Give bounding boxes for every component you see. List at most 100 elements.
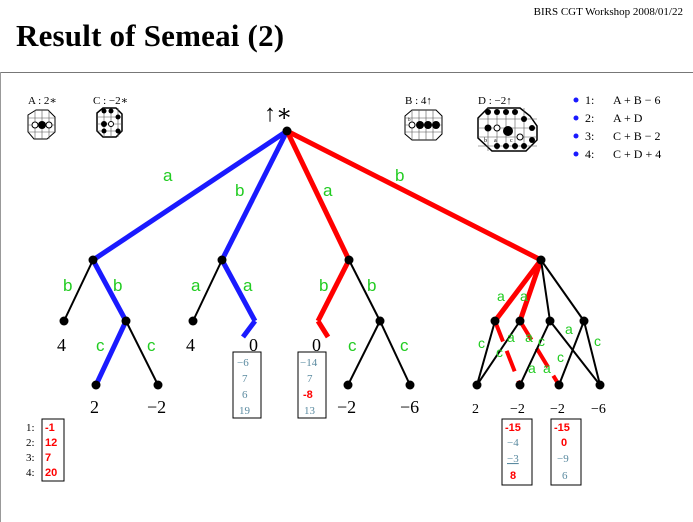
edge-label: c <box>538 333 545 349</box>
box-value: 13 <box>304 405 316 417</box>
box-value: 7 <box>242 373 248 385</box>
box-value: -15 <box>505 422 521 434</box>
edge <box>93 319 129 387</box>
edge-label: c <box>348 336 357 355</box>
root-node <box>282 126 292 136</box>
result-box-3: −14 7 -8 13 <box>297 351 327 419</box>
box-value: 7 <box>307 373 313 385</box>
leaf-value: 0 <box>249 335 258 355</box>
edge-label: a <box>163 166 173 185</box>
edge <box>540 259 585 322</box>
box-value: -8 <box>303 389 313 401</box>
tree-node <box>515 380 525 390</box>
leaf-values: 4 4 0 0 2 −2 −2 −6 2 −2 −2 −6 <box>57 335 606 417</box>
edge-label: b <box>235 181 244 200</box>
tree-node <box>121 316 131 326</box>
position-d-board: b a c <box>477 107 538 152</box>
edge-label: a <box>507 329 515 345</box>
edge <box>63 259 94 322</box>
left-divider <box>0 72 1 522</box>
legend-expr-1: A + B − 6 <box>613 93 661 107</box>
tree-node <box>217 255 227 265</box>
edge-label: a <box>191 276 201 295</box>
tree-node <box>595 380 605 390</box>
edge-labels: a b a b b b a a b b c c c c a a c a c a … <box>63 166 601 376</box>
edge-label: c <box>594 333 601 349</box>
box-value: 0 <box>561 437 567 449</box>
position-d-label: D : −2↑ <box>478 95 512 107</box>
edge-label: c <box>478 335 485 351</box>
edge <box>583 320 601 386</box>
box-row-label: 2: <box>26 437 35 449</box>
leaf-value: −2 <box>337 397 356 417</box>
edge <box>285 128 543 263</box>
legend: 1: A + B − 6 2: A + D 3: C + B − 2 4: C … <box>573 93 661 161</box>
leaf-value: −2 <box>550 402 565 417</box>
legend-expr-3: C + B − 2 <box>613 129 661 143</box>
board-d-mark-c: c <box>510 138 513 144</box>
legend-bullet <box>573 115 579 121</box>
legend-bullet <box>573 133 579 139</box>
edge <box>519 320 551 386</box>
box-row-label: 1: <box>26 422 35 434</box>
root-value-label: ↑∗ <box>264 101 292 127</box>
leaf-value: −2 <box>147 397 166 417</box>
result-box-2: −6 7 6 19 <box>232 351 262 419</box>
edge <box>517 259 544 322</box>
box-value: 6 <box>242 389 248 401</box>
board-d-mark-b: b <box>484 138 487 144</box>
legend-bullet <box>573 97 579 103</box>
header-divider <box>0 72 693 73</box>
edge <box>241 319 257 339</box>
legend-num-1: 1: <box>585 93 594 107</box>
edge <box>284 129 352 262</box>
leaf-value: 2 <box>90 397 99 417</box>
tree-nodes <box>59 126 605 390</box>
tree-node <box>545 316 555 326</box>
tree-node <box>515 316 525 326</box>
edge-label: a <box>323 181 333 200</box>
mid-edges <box>63 258 411 387</box>
edge <box>348 259 381 322</box>
legend-num-3: 3: <box>585 129 594 143</box>
result-box-5: -15 0 −9 6 <box>550 418 582 486</box>
edge <box>315 319 331 339</box>
workshop-label: BIRS CGT Workshop 2008/01/22 <box>533 6 683 18</box>
legend-expr-2: A + D <box>613 111 643 125</box>
edge-label: a <box>497 288 505 304</box>
edge <box>125 320 159 386</box>
tree-node <box>405 380 415 390</box>
position-a-board <box>27 109 56 140</box>
tree-node <box>579 316 589 326</box>
leaf-value: −6 <box>400 397 419 417</box>
edge-label: b <box>367 276 376 295</box>
legend-num-2: 2: <box>585 111 594 125</box>
box-row-label: 4: <box>26 467 35 479</box>
tree-node <box>91 380 101 390</box>
legend-num-4: 4: <box>585 147 594 161</box>
tree-node <box>153 380 163 390</box>
edge <box>476 320 521 386</box>
box-value: 12 <box>45 437 57 449</box>
edge <box>518 319 561 387</box>
box-value: -1 <box>45 422 55 434</box>
edge <box>558 320 585 386</box>
position-c-label: C : −2∗ <box>93 95 128 107</box>
leaf-value: 0 <box>312 335 321 355</box>
edge-label: c <box>96 336 105 355</box>
top-edges <box>91 128 543 263</box>
edge <box>347 320 381 386</box>
box-value: −9 <box>557 453 569 465</box>
position-c-board <box>96 107 123 138</box>
edge <box>379 320 411 386</box>
edge-label: c <box>147 336 156 355</box>
page-title: Result of Semeai (2) <box>16 18 285 53</box>
box-value: -15 <box>554 422 570 434</box>
edge-label: b <box>319 276 328 295</box>
edge <box>315 258 352 323</box>
edge <box>192 259 223 322</box>
result-box-1: 1: 2: 3: 4: -1 12 7 20 <box>26 418 65 482</box>
position-b-board: b <box>404 109 443 141</box>
box-value: 19 <box>239 405 251 417</box>
